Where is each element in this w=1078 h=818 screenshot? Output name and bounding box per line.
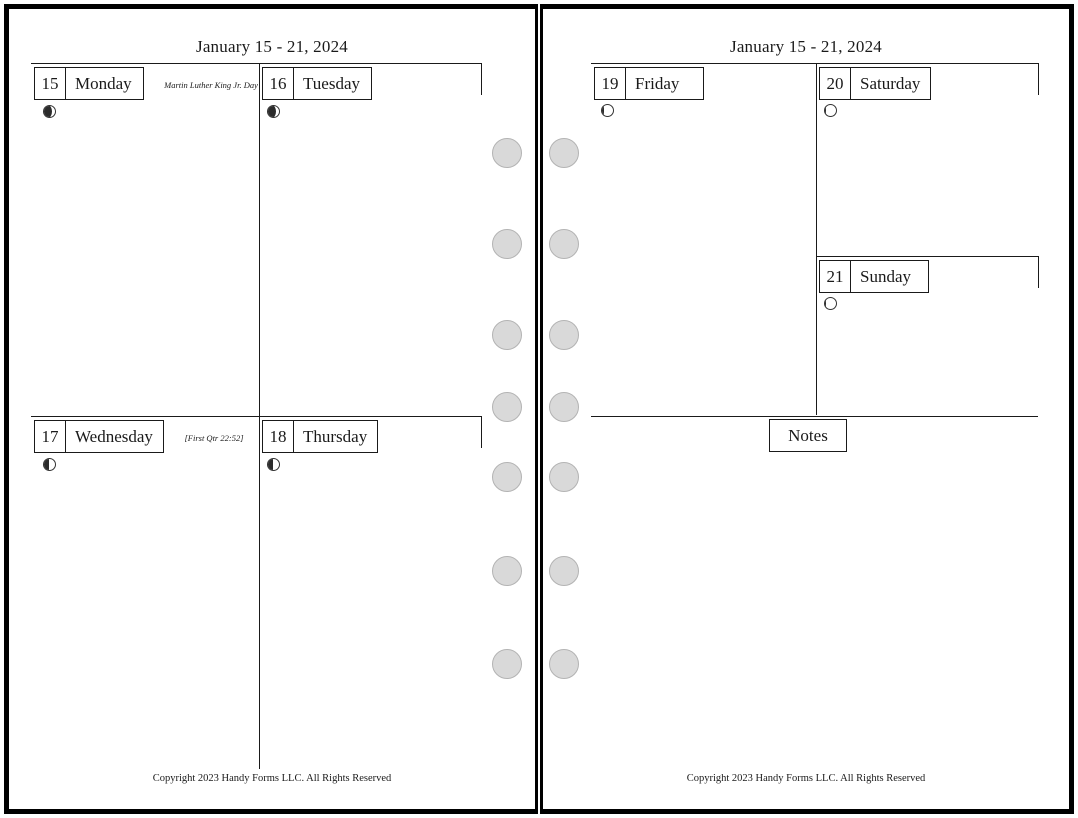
binder-hole-right-2: [549, 229, 579, 259]
day-name-wednesday: Wednesday: [75, 426, 153, 446]
day-name-sunday: Sunday: [860, 266, 911, 286]
right-page: January 15 - 21, 2024 19 Friday 20: [540, 4, 1074, 814]
binder-hole-left-6: [492, 556, 522, 586]
right-page-footer: Copyright 2023 Handy Forms LLC. All Righ…: [686, 773, 926, 784]
tick-thursday-right: [481, 416, 482, 448]
binder-hole-left-7: [492, 649, 522, 679]
left-page: January 15 - 21, 2024 15 Monday Martin L…: [4, 4, 538, 814]
day-name-monday: Monday: [75, 73, 132, 93]
rule-mid-sunday: [816, 256, 1038, 257]
day-box-saturday[interactable]: 20 Saturday: [819, 67, 932, 100]
day-number-saturday: 20: [820, 68, 851, 99]
binder-hole-right-3: [549, 320, 579, 350]
right-page-title: January 15 - 21, 2024: [730, 37, 882, 56]
notes-label: Notes: [788, 425, 828, 445]
moon-phase-icon-saturday: [824, 104, 837, 117]
day-box-wednesday[interactable]: 17 Wednesday: [34, 420, 164, 453]
binder-hole-left-2: [492, 229, 522, 259]
rule-mid-thursday: [259, 416, 481, 417]
day-box-sunday[interactable]: 21 Sunday: [819, 260, 929, 293]
rule-top-saturday: [816, 63, 1038, 64]
rule-mid-wednesday: [31, 416, 259, 417]
binder-hole-left-1: [492, 138, 522, 168]
divider-right-page-center: [816, 63, 817, 415]
moon-phase-icon-sunday: [824, 297, 837, 310]
rule-notes-left: [591, 416, 816, 417]
rule-top-friday: [591, 63, 816, 64]
tick-tuesday-right: [481, 63, 482, 95]
binder-hole-left-5: [492, 462, 522, 492]
binder-hole-left-3: [492, 320, 522, 350]
day-number-monday: 15: [35, 68, 66, 99]
tick-saturday-right: [1038, 63, 1039, 95]
moon-phase-icon-wednesday: [43, 458, 56, 471]
day-number-wednesday: 17: [35, 421, 66, 452]
day-box-tuesday[interactable]: 16 Tuesday: [262, 67, 372, 100]
moon-phase-icon-thursday: [267, 458, 280, 471]
rule-notes-right: [816, 416, 1038, 417]
right-page-content: January 15 - 21, 2024 19 Friday 20: [543, 9, 1069, 809]
moon-event-label-wednesday: [First Qtr 22:52]: [184, 433, 244, 443]
binder-hole-right-7: [549, 649, 579, 679]
day-name-thursday: Thursday: [303, 426, 368, 446]
left-page-footer: Copyright 2023 Handy Forms LLC. All Righ…: [152, 773, 392, 784]
binder-hole-right-1: [549, 138, 579, 168]
tick-sunday-right: [1038, 256, 1039, 288]
day-box-monday[interactable]: 15 Monday: [34, 67, 144, 100]
moon-phase-icon-monday: [43, 105, 56, 118]
binder-hole-right-4: [549, 392, 579, 422]
day-number-friday: 19: [595, 68, 626, 99]
day-box-friday[interactable]: 19 Friday: [594, 67, 704, 100]
day-number-tuesday: 16: [263, 68, 294, 99]
holiday-label-monday: Martin Luther King Jr. Day: [164, 80, 258, 90]
moon-phase-icon-friday: [601, 104, 614, 117]
day-box-thursday[interactable]: 18 Thursday: [262, 420, 379, 453]
moon-phase-icon-tuesday: [267, 105, 280, 118]
day-number-thursday: 18: [263, 421, 294, 452]
rule-top-monday: [31, 63, 259, 64]
binder-hole-left-4: [492, 392, 522, 422]
binder-hole-right-5: [549, 462, 579, 492]
left-page-content: January 15 - 21, 2024 15 Monday Martin L…: [9, 9, 535, 809]
left-page-title: January 15 - 21, 2024: [196, 37, 348, 56]
binder-hole-right-6: [549, 556, 579, 586]
rule-top-tuesday: [259, 63, 481, 64]
day-name-friday: Friday: [635, 73, 680, 93]
day-name-saturday: Saturday: [860, 73, 921, 93]
day-name-tuesday: Tuesday: [303, 73, 360, 93]
notes-box[interactable]: Notes: [769, 419, 847, 452]
day-number-sunday: 21: [820, 261, 851, 292]
